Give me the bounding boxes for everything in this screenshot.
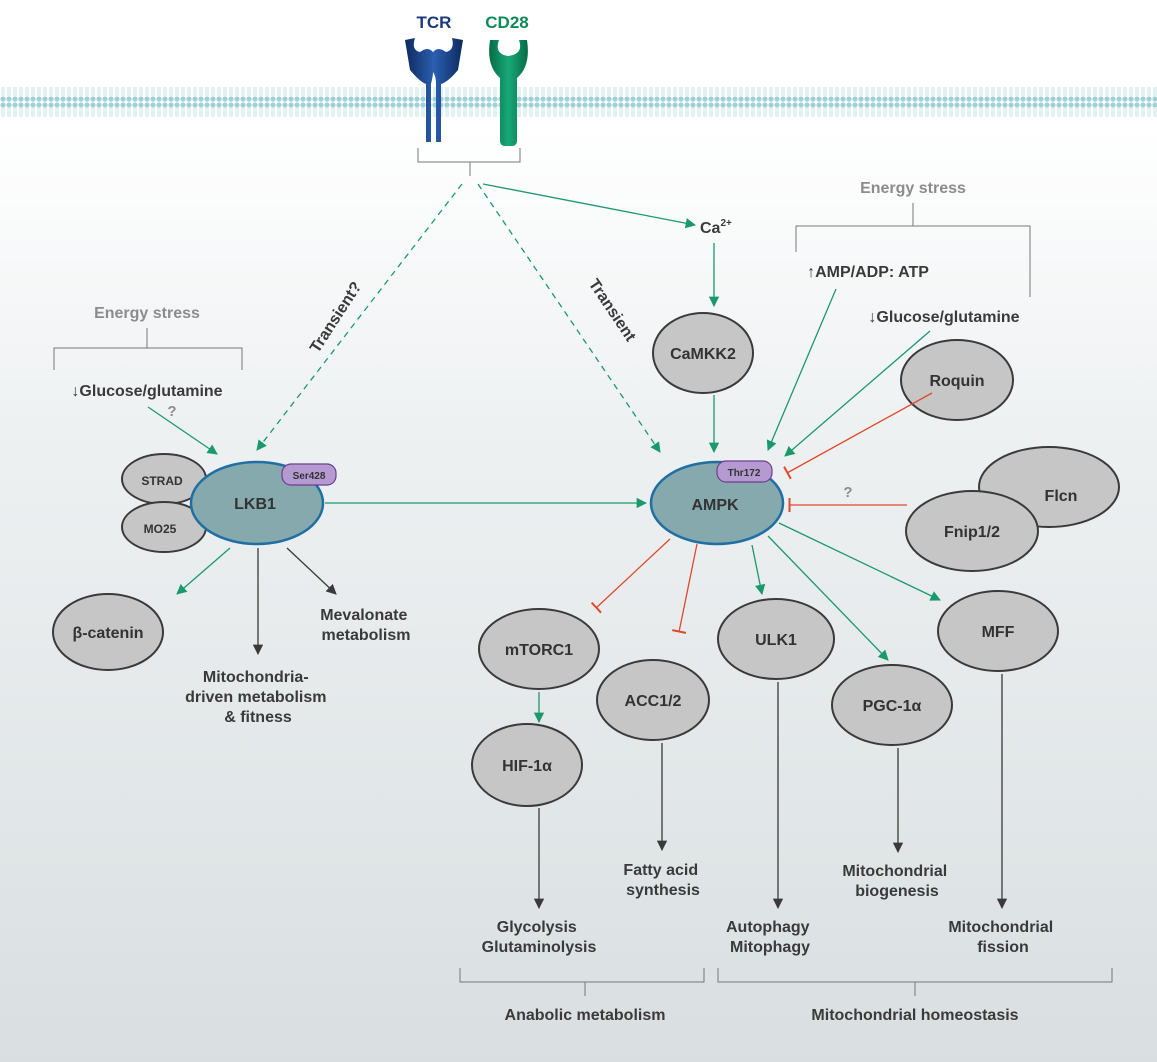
cd28-receptor-icon	[489, 40, 528, 146]
acc-label: ACC1/2	[625, 693, 682, 710]
mitochondrial-homeostasis-label: Mitochondrial homeostasis	[811, 1007, 1018, 1024]
ulk1-node	[717, 598, 835, 680]
tcr-receptor-icon	[405, 38, 463, 142]
beta-catenin-label: β-catenin	[72, 625, 143, 642]
energy-stress-right-title: Energy stress	[860, 180, 966, 197]
hif1a-node	[471, 723, 583, 807]
ser428-label: Ser428	[293, 471, 326, 482]
mff-node	[937, 590, 1059, 672]
roquin-node	[900, 339, 1014, 421]
amp-ratio-label: ↑AMP/ADP: ATP	[807, 264, 929, 281]
thr172-label: Thr172	[728, 468, 761, 479]
beta-catenin-node	[52, 593, 164, 671]
left-stress-question: ?	[167, 403, 176, 420]
strad-label: STRAD	[141, 474, 183, 488]
cell-membrane	[0, 85, 1157, 119]
calcium-label: Ca2+	[700, 218, 732, 237]
mo25-label: MO25	[144, 522, 177, 536]
camkk2-label: CaMKK2	[670, 346, 736, 363]
lkb1-label: LKB1	[234, 496, 276, 513]
fnip-node	[905, 490, 1039, 572]
thr172-badge	[716, 460, 773, 483]
anabolic-metabolism-label: Anabolic metabolism	[505, 1007, 666, 1024]
mevalonate-label: Mevalonate metabolism	[320, 607, 412, 644]
mito-fission-label: Mitochondrial fission	[948, 919, 1057, 956]
mtorc1-node	[478, 608, 600, 690]
cd28-label: CD28	[485, 13, 528, 32]
pgc1a-label: PGC-1α	[863, 698, 922, 715]
ser428-badge	[281, 463, 337, 486]
fatty-acid-label: Fatty acid synthesis	[623, 862, 702, 899]
mito-biogenesis-label: Mitochondrial biogenesis	[842, 863, 951, 900]
ulk1-label: ULK1	[755, 632, 797, 649]
flcn-label: Flcn	[1045, 488, 1078, 505]
autophagy-label: Autophagy Mitophagy	[726, 919, 814, 956]
mito-fitness-label: Mitochondria- driven metabolism & fitnes…	[185, 669, 331, 726]
glucose-glutamine-right: ↓Glucose/glutamine	[868, 309, 1019, 326]
mtorc1-label: mTORC1	[505, 642, 573, 659]
acc-node	[596, 659, 710, 741]
glycolysis-label: Glycolysis Glutaminolysis	[482, 919, 597, 956]
fnip-question: ?	[843, 484, 852, 501]
hif1a-label: HIF-1α	[502, 758, 552, 775]
fnip-label: Fnip1/2	[944, 524, 1000, 541]
camkk2-node	[652, 312, 754, 394]
mff-label: MFF	[982, 624, 1015, 641]
roquin-label: Roquin	[929, 373, 984, 390]
tcr-label: TCR	[417, 13, 452, 32]
ampk-label: AMPK	[691, 497, 739, 514]
pgc1a-node	[831, 664, 953, 746]
energy-stress-left-title: Energy stress	[94, 305, 200, 322]
glucose-glutamine-left: ↓Glucose/glutamine	[71, 383, 222, 400]
